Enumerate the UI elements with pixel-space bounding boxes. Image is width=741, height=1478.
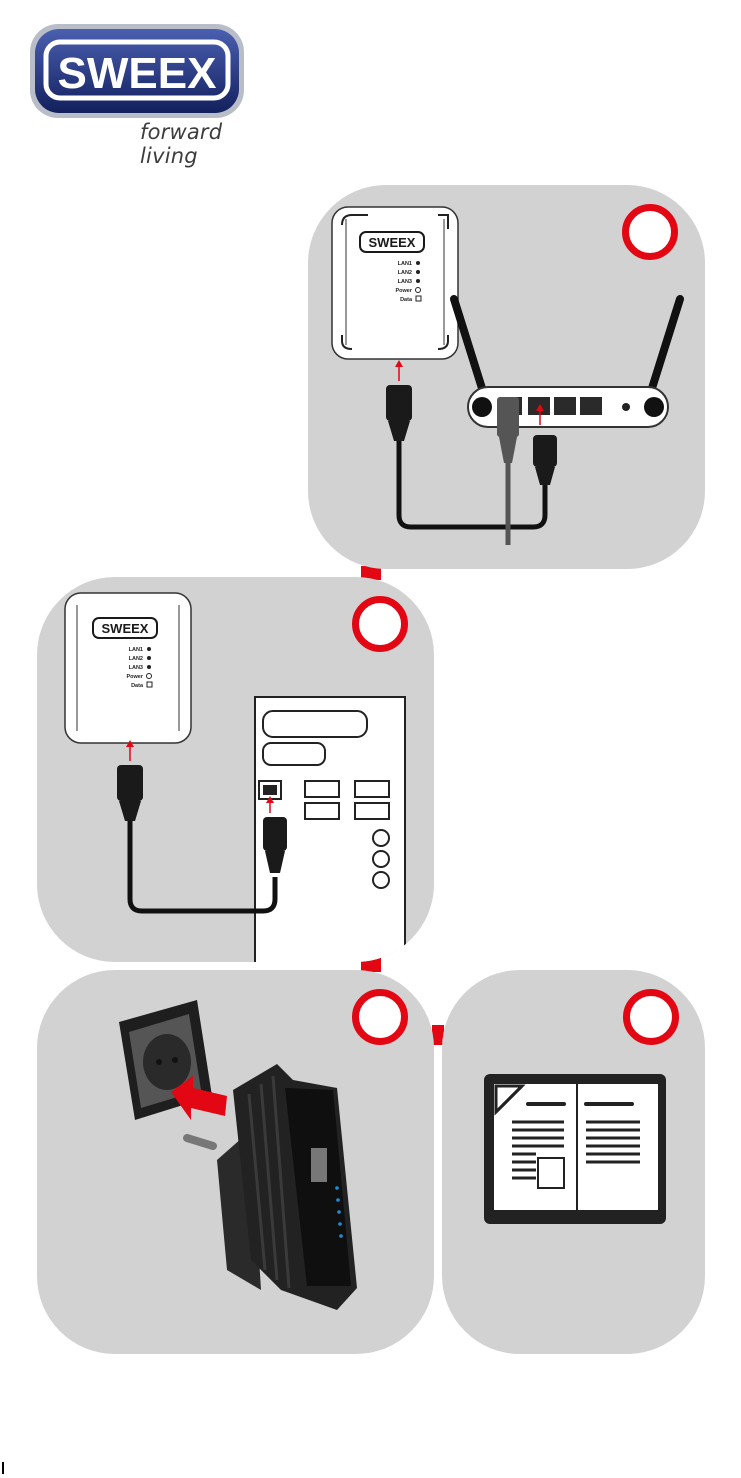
manual-book-icon bbox=[484, 1074, 666, 1224]
adapter-icon: SWEEX LAN1 LAN2 LAN3 Power Data bbox=[65, 593, 191, 743]
step-panel-computer: SWEEX LAN1 LAN2 LAN3 Power Data bbox=[37, 577, 434, 962]
svg-text:Power: Power bbox=[395, 288, 412, 294]
step-marker-2 bbox=[352, 596, 408, 652]
step-marker-3 bbox=[352, 989, 408, 1045]
step-marker-4 bbox=[623, 989, 679, 1045]
svg-text:LAN2: LAN2 bbox=[398, 270, 412, 276]
step-marker-1 bbox=[622, 204, 678, 260]
svg-text:Power: Power bbox=[126, 674, 143, 680]
brand-logo: SWEEX forward living bbox=[28, 22, 273, 152]
step-panel-router: SWEEX LAN1 LAN2 LAN3 Power Data bbox=[308, 185, 705, 569]
crop-mark bbox=[2, 1462, 4, 1474]
step-panel-manual bbox=[442, 970, 705, 1354]
svg-text:Data: Data bbox=[131, 683, 144, 689]
brand-tagline: forward living bbox=[140, 120, 273, 168]
svg-text:LAN3: LAN3 bbox=[398, 279, 412, 285]
svg-text:SWEEX: SWEEX bbox=[369, 235, 416, 250]
svg-text:LAN3: LAN3 bbox=[129, 665, 143, 671]
svg-text:SWEEX: SWEEX bbox=[102, 621, 149, 636]
step-panel-power bbox=[37, 970, 434, 1354]
svg-text:LAN2: LAN2 bbox=[129, 656, 143, 662]
adapter-icon: SWEEX LAN1 LAN2 LAN3 Power Data bbox=[332, 207, 458, 359]
router-icon bbox=[454, 299, 680, 427]
svg-text:SWEEX: SWEEX bbox=[58, 49, 217, 98]
svg-text:LAN1: LAN1 bbox=[129, 647, 143, 653]
svg-text:LAN1: LAN1 bbox=[398, 261, 412, 267]
svg-text:Data: Data bbox=[400, 297, 413, 303]
